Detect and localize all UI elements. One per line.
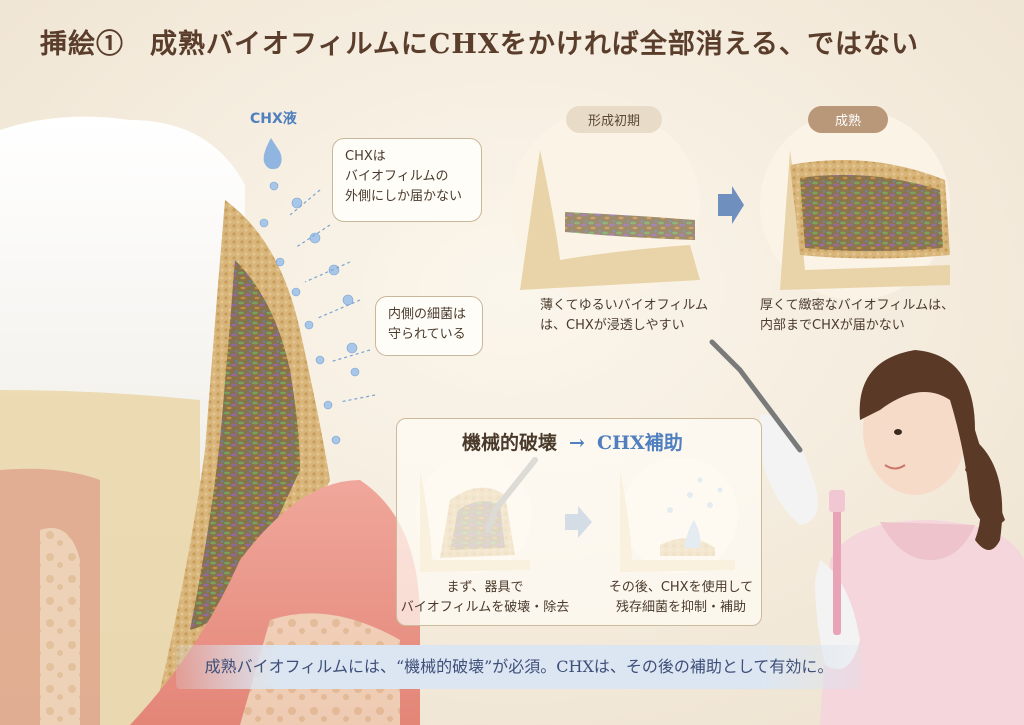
early-caption-line-2: は、CHXが浸透しやすい	[540, 318, 685, 333]
mature-stage-caption: 厚くて緻密なバイオフィルムは、 内部までCHXが届かない	[760, 296, 990, 336]
speech-bubble-outer: CHXは バイオフィルムの 外側にしか届かない	[332, 138, 482, 222]
chx-droplets	[259, 181, 360, 445]
process-box	[396, 418, 762, 626]
mature-caption-line-2: 内部までCHXが届かない	[760, 318, 905, 333]
mature-stage-label: 成熟	[808, 106, 888, 133]
mature-biofilm-panel	[760, 110, 950, 300]
step1-line-2: バイオフィルムを破壊・除去	[400, 600, 570, 615]
early-caption-line-1: 薄くてゆるいバイオフィルム	[540, 298, 709, 313]
step2-line-2: 残存細菌を抑制・補助	[615, 600, 746, 615]
chx-droplet-icon	[263, 138, 282, 170]
process-arrow: →	[569, 432, 585, 454]
early-stage-label: 形成初期	[566, 106, 662, 133]
bubble-inner-line-1: 内側の細菌は	[388, 307, 467, 322]
page-title: 挿絵① 成熟バイオフィルムにCHXをかければ全部消える、ではない	[40, 22, 919, 61]
mechanical-disruption-heading: 機械的破壊	[462, 432, 558, 454]
toothbrush-icon	[829, 490, 845, 635]
chx-support-heading: CHX補助	[596, 432, 683, 454]
arrow-right-icon	[718, 186, 744, 224]
step1-line-1: まず、器具で	[446, 580, 524, 595]
process-box-title: 機械的破壊 → CHX補助	[462, 428, 683, 455]
summary-banner-bg	[176, 645, 862, 689]
bubble-outer-line-3: 外側にしか届かない	[345, 189, 463, 204]
step2-caption: その後、CHXを使用して 残存細菌を抑制・補助	[596, 578, 766, 618]
early-stage-caption: 薄くてゆるいバイオフィルム は、CHXが浸透しやすい	[540, 296, 730, 336]
bubble-outer-line-2: バイオフィルムの	[345, 169, 449, 184]
dental-hygienist-figure	[709, 339, 1024, 725]
tooth-cross-section	[0, 116, 330, 725]
step1-caption: まず、器具で バイオフィルムを破壊・除去	[400, 578, 570, 618]
figure-number: 挿絵①	[40, 29, 124, 60]
speech-bubble-inner: 内側の細菌は 守られている	[375, 296, 483, 356]
mature-caption-line-1: 厚くて緻密なバイオフィルムは、	[760, 298, 955, 313]
chx-liquid-label: CHX液	[250, 111, 297, 127]
bubble-inner-line-2: 守られている	[388, 327, 466, 342]
early-biofilm-panel	[510, 110, 700, 300]
summary-banner-text: 成熟バイオフィルムには、“機械的破壊”が必須。CHXは、その後の補助として有効に…	[204, 657, 834, 676]
bubble-outer-line-1: CHXは	[345, 149, 386, 164]
step2-line-1: その後、CHXを使用して	[608, 580, 754, 595]
title-text: 成熟バイオフィルムにCHXをかければ全部消える、ではない	[150, 29, 920, 60]
